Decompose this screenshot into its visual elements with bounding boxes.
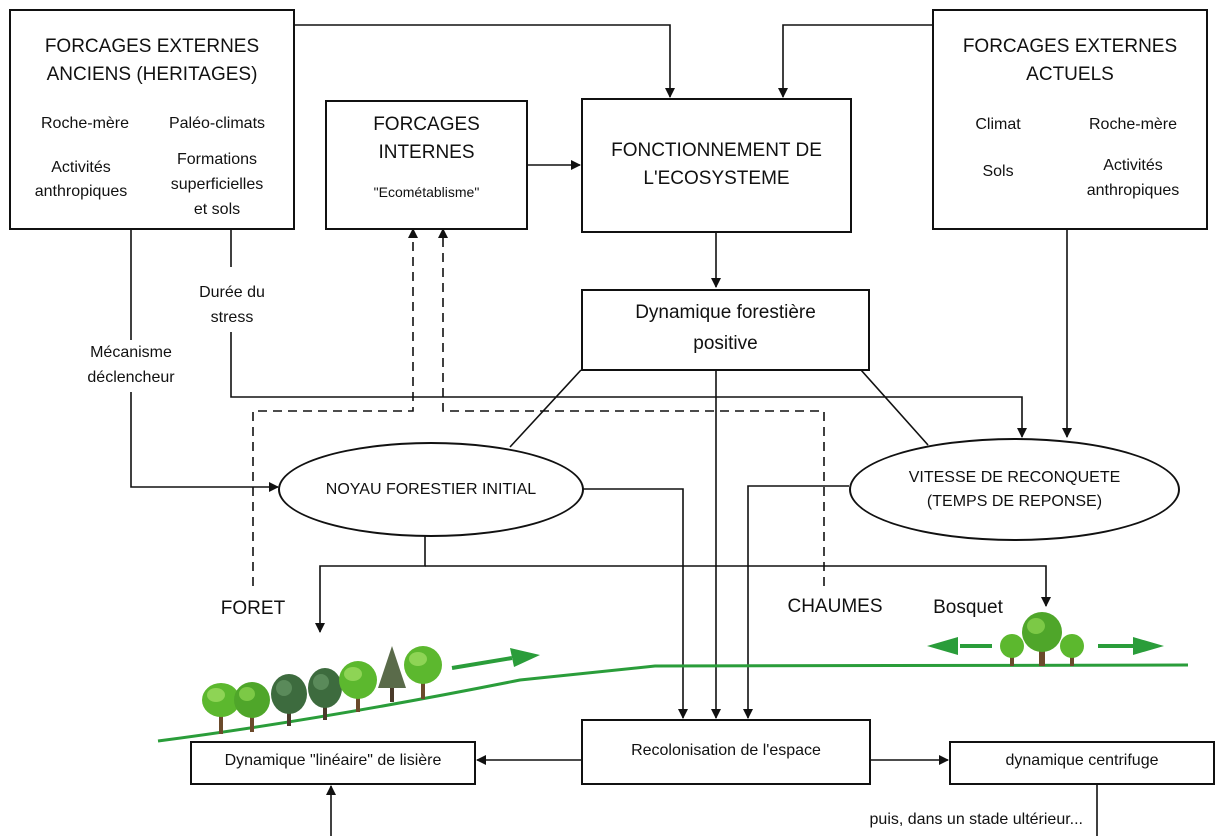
- external-old-item-formations-l2: superficielles: [170, 176, 264, 193]
- recolonisation-box: [581, 719, 871, 785]
- ecosystem-line2: L'ECOSYSTEME: [643, 168, 790, 189]
- label-foret: FORET: [220, 598, 286, 619]
- centrifuge-dynamics-box: [949, 741, 1215, 785]
- external-current-item-climat: Climat: [975, 116, 1021, 133]
- internal-subtitle: "Ecométablisme": [373, 184, 480, 200]
- label-mechanism-line1: Mécanisme: [66, 343, 196, 363]
- label-duration-line2: stress: [182, 308, 282, 328]
- external-current-item-activities-l2: anthropiques: [1086, 182, 1180, 199]
- external-old-title-line1: FORCAGES EXTERNES: [44, 36, 260, 57]
- ground-line: [157, 663, 1189, 743]
- external-forcings-current-box: [932, 9, 1208, 230]
- recolonisation-label: Recolonisation de l'espace: [631, 742, 821, 759]
- ecosystem-functioning-box: [581, 98, 852, 233]
- bosquet-trees: [1000, 612, 1084, 666]
- linear-dynamics-label: Dynamique "linéaire" de lisière: [224, 752, 442, 769]
- label-bosquet: Bosquet: [933, 597, 1003, 618]
- speed-label-line1: VITESSE DE RECONQUETE: [908, 468, 1121, 486]
- internal-forcings-box: [325, 100, 528, 230]
- tree-icon: [271, 674, 307, 726]
- label-duration-line1: Durée du: [182, 283, 282, 303]
- linear-dynamics-box: [190, 741, 476, 785]
- tree-icon: [339, 661, 377, 712]
- external-forcings-old-box: [9, 9, 295, 230]
- tree-icon: [1000, 634, 1024, 666]
- conifer-icon: [378, 646, 406, 702]
- tree-icon: [1022, 612, 1062, 666]
- external-old-item-roche: Roche-mère: [40, 115, 130, 132]
- external-old-item-formations-l3: et sols: [193, 201, 241, 218]
- speed-label-line2: (TEMPS DE REPONSE): [926, 492, 1103, 510]
- external-old-item-paleo: Paléo-climats: [168, 115, 266, 132]
- dashed-feedback-lines: [252, 228, 825, 586]
- ecosystem-line1: FONCTIONNEMENT DE: [611, 140, 822, 161]
- internal-title-line2: INTERNES: [378, 142, 475, 163]
- label-later-stage: puis, dans un stade ultérieur...: [869, 811, 1083, 828]
- dynamics-line1: Dynamique forestière: [635, 302, 816, 323]
- tree-icon: [404, 646, 442, 699]
- reconquest-speed-ellipse: VITESSE DE RECONQUETE (TEMPS DE REPONSE): [849, 438, 1180, 541]
- dynamics-line2: positive: [693, 333, 758, 354]
- connector-lines: [130, 24, 1098, 836]
- external-current-item-sols: Sols: [982, 163, 1014, 180]
- external-old-item-activities-l2: anthropiques: [34, 183, 128, 200]
- forest-dynamics-box: [581, 289, 870, 371]
- external-old-item-activities-l1: Activités: [51, 159, 111, 176]
- tree-icon: [1060, 634, 1084, 666]
- tree-icon: [308, 668, 342, 720]
- external-current-item-roche: Roche-mère: [1088, 116, 1178, 133]
- initial-forest-nucleus-ellipse: NOYAU FORESTIER INITIAL: [278, 442, 584, 537]
- external-current-title-line1: FORCAGES EXTERNES: [962, 36, 1178, 57]
- external-old-item-formations-l1: Formations: [176, 151, 258, 168]
- green-arrow-icon: [451, 637, 1164, 670]
- tree-icon: [234, 682, 270, 732]
- label-mechanism-line2: déclencheur: [66, 368, 196, 388]
- forest-trees: [202, 646, 442, 734]
- nucleus-label: NOYAU FORESTIER INITIAL: [325, 480, 537, 498]
- external-current-title-line2: ACTUELS: [1026, 64, 1114, 85]
- label-chaumes: CHAUMES: [787, 596, 883, 617]
- external-current-item-activities-l1: Activités: [1103, 157, 1163, 174]
- centrifuge-dynamics-label: dynamique centrifuge: [1005, 752, 1159, 769]
- internal-title-line1: FORCAGES: [373, 114, 480, 135]
- external-old-title-line2: ANCIENS (HERITAGES): [46, 64, 258, 85]
- tree-icon: [202, 683, 240, 734]
